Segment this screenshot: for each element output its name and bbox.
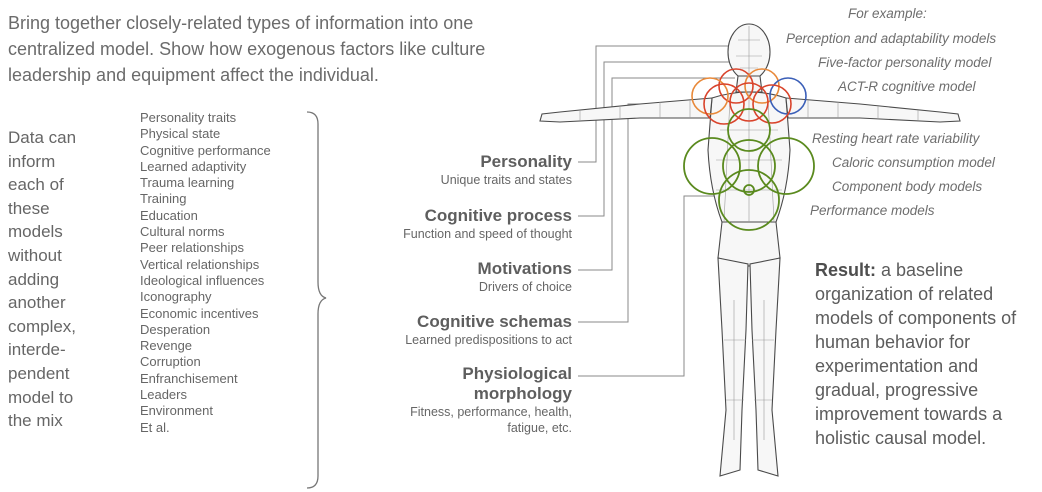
factor-item: Corruption xyxy=(140,354,201,370)
example-item: Resting heart rate variability xyxy=(812,131,980,146)
factor-item: Enfranchisement xyxy=(140,370,238,386)
factor-item: Physical state xyxy=(140,126,221,142)
category-description-line2: fatigue, etc. xyxy=(507,421,572,435)
factor-item: Et al. xyxy=(140,419,170,435)
intro-text: Bring together closely-related types of … xyxy=(8,13,486,85)
left-text-line: pendent xyxy=(8,363,70,383)
category-description: Fitness, performance, health, xyxy=(410,405,572,419)
factor-item: Iconography xyxy=(140,289,212,305)
model-circle xyxy=(691,77,729,115)
result-body: a baseline organization of related model… xyxy=(815,260,1017,448)
left-column-text: Data can inform each of these models wit… xyxy=(8,126,108,433)
factor-item: Environment xyxy=(140,403,213,419)
left-text-line: models xyxy=(8,222,63,242)
left-text-line: interde- xyxy=(8,340,66,360)
model-circle xyxy=(743,184,755,196)
example-item: Perception and adaptability models xyxy=(786,31,997,46)
connector-physiological xyxy=(578,195,720,377)
model-circle xyxy=(683,137,741,195)
left-text-line: complex, xyxy=(8,316,77,336)
left-text-line: each of xyxy=(8,175,64,195)
factor-item: Cultural norms xyxy=(140,224,225,240)
left-text-line: inform xyxy=(8,151,56,171)
factor-item: Ideological influences xyxy=(140,272,265,288)
connector-lines xyxy=(578,45,735,377)
factor-item: Learned adaptivity xyxy=(140,158,247,174)
cognitive-model-circles xyxy=(691,68,807,125)
figure-right-arm xyxy=(785,97,961,123)
category-cognitive-process: Cognitive process Function and speed of … xyxy=(403,206,572,242)
model-circle xyxy=(718,68,754,104)
connector-motivations xyxy=(578,77,735,271)
result-label: Result: xyxy=(815,260,877,280)
category-personality: Personality Unique traits and states xyxy=(441,152,572,188)
category-title: Cognitive process xyxy=(424,206,572,225)
physical-model-circles xyxy=(683,108,815,231)
category-cognitive-schemas: Cognitive schemas Learned predisposition… xyxy=(405,312,572,348)
example-item: Caloric consumption model xyxy=(832,155,995,170)
curly-brace xyxy=(306,111,327,489)
model-circle xyxy=(727,108,771,152)
result-text: Result: a baseline organization of relat… xyxy=(815,258,1040,450)
category-title: Cognitive schemas xyxy=(417,312,572,331)
factor-item: Leaders xyxy=(140,387,187,403)
category-title: Motivations xyxy=(477,259,572,278)
category-description: Function and speed of thought xyxy=(403,227,572,241)
category-description: Unique traits and states xyxy=(440,173,572,187)
left-text-line: adding xyxy=(8,269,60,289)
factor-item: Personality traits xyxy=(140,110,237,125)
left-text-line: model to xyxy=(8,387,74,407)
category-title-line2: morphology xyxy=(473,384,572,403)
figure-left-arm xyxy=(539,97,713,123)
model-circle xyxy=(718,169,780,231)
factor-item: Education xyxy=(140,207,198,223)
left-text-line: Data can xyxy=(8,128,77,147)
figure-neck xyxy=(735,75,763,93)
factor-item: Training xyxy=(140,191,187,207)
factor-item: Peer relationships xyxy=(140,240,245,256)
left-text-line: another xyxy=(8,293,66,313)
left-text-line: the mix xyxy=(8,411,63,431)
example-item: ACT-R cognitive model xyxy=(838,79,976,94)
figure-right-leg xyxy=(749,257,781,477)
connector-personality xyxy=(578,45,735,163)
example-item: Performance models xyxy=(810,203,935,218)
category-motivations: Motivations Drivers of choice xyxy=(478,259,572,295)
category-description: Learned predispositions to act xyxy=(405,333,572,347)
model-circle xyxy=(757,137,815,195)
factor-item: Revenge xyxy=(140,338,193,354)
factor-item: Economic incentives xyxy=(140,305,259,321)
figure-wireframe-detail xyxy=(579,26,919,440)
example-item: Five-factor personality model xyxy=(818,55,992,70)
left-text-line: without xyxy=(8,245,62,265)
model-circle xyxy=(729,82,769,122)
category-title: Physiological xyxy=(462,364,572,383)
connector-cognitive-process xyxy=(578,61,735,217)
factor-item: Trauma learning xyxy=(140,175,235,191)
category-physiological-morphology: Physiological morphology Fitness, perfor… xyxy=(410,364,572,436)
left-text-line: these xyxy=(8,198,50,218)
factor-item: Desperation xyxy=(140,321,211,337)
model-circle xyxy=(703,83,745,125)
category-title: Personality xyxy=(480,152,572,171)
model-circle xyxy=(752,84,792,124)
factor-item: Vertical relationships xyxy=(140,256,260,272)
example-item: Component body models xyxy=(832,179,983,194)
examples-header: For example: xyxy=(848,6,927,21)
factor-item: Cognitive performance xyxy=(140,142,271,158)
figure-left-leg xyxy=(717,257,749,477)
factor-list: Personality traits Physical state Cognit… xyxy=(140,110,271,436)
category-description: Drivers of choice xyxy=(478,280,572,294)
model-circle xyxy=(722,139,776,193)
